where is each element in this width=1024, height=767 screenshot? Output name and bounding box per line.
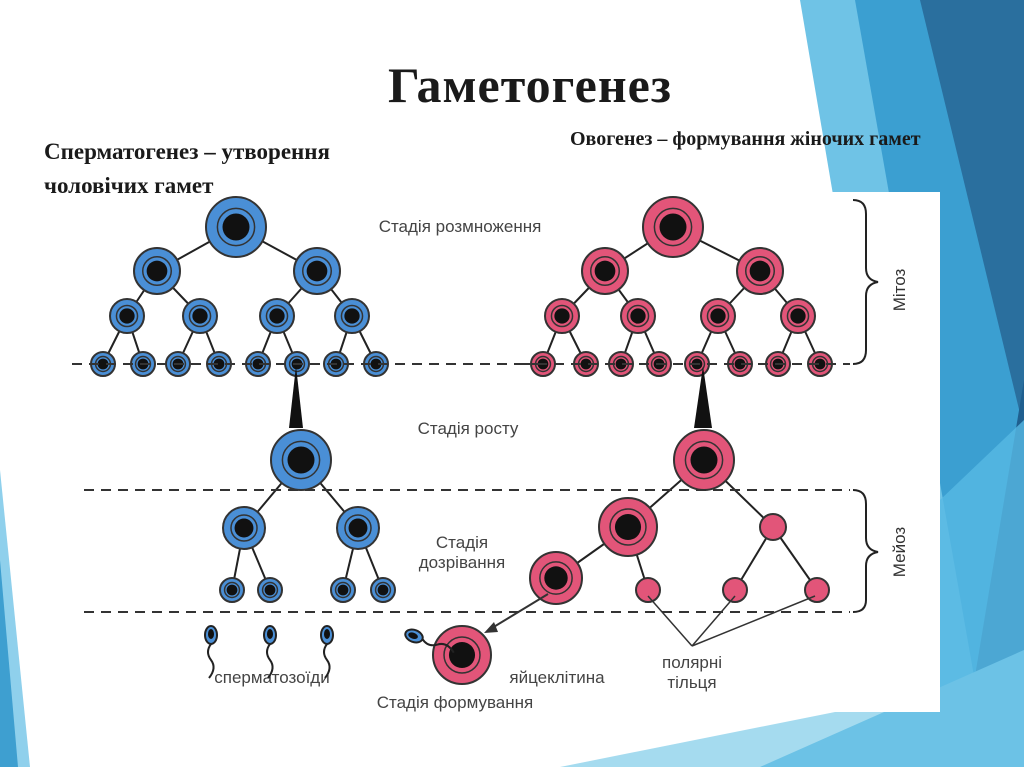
primary-spermatocyte bbox=[270, 429, 332, 491]
oogonium bbox=[780, 298, 816, 334]
spermatogonium bbox=[334, 298, 370, 334]
secondary-spermatocyte bbox=[336, 506, 380, 550]
spermatid bbox=[330, 577, 356, 603]
polar-body bbox=[722, 577, 748, 603]
spermatogonium-stem bbox=[205, 196, 267, 258]
secondary-oocyte bbox=[598, 497, 658, 557]
oogonium bbox=[700, 298, 736, 334]
sperm-cell bbox=[263, 625, 277, 679]
mitosis-bracket bbox=[852, 199, 879, 365]
diagram-area bbox=[70, 192, 940, 712]
polar-body bbox=[635, 577, 661, 603]
oogonium-stem bbox=[642, 196, 704, 258]
spermatogonium bbox=[109, 298, 145, 334]
growth-wedge-male bbox=[289, 366, 303, 428]
growth-wedge-female bbox=[694, 366, 712, 428]
oogonium bbox=[544, 298, 580, 334]
egg-cell bbox=[432, 625, 492, 685]
polar-bodies-label-1: полярні bbox=[662, 653, 722, 672]
spermatid bbox=[257, 577, 283, 603]
secondary-spermatocyte bbox=[222, 506, 266, 550]
sperm-cell bbox=[404, 628, 455, 654]
spermatid bbox=[219, 577, 245, 603]
spermatogonium-small bbox=[206, 351, 232, 377]
polar-pointer-3 bbox=[691, 595, 816, 647]
sperm-group bbox=[204, 625, 455, 679]
bg-left-dark bbox=[0, 560, 18, 767]
egg-label: яйцеклітина bbox=[509, 668, 605, 687]
page-title: Гаметогенез bbox=[388, 57, 672, 113]
oogonium-small bbox=[727, 351, 753, 377]
spermatogonium bbox=[293, 247, 341, 295]
spermatogonium bbox=[133, 247, 181, 295]
egg-arrow-line bbox=[491, 593, 549, 629]
polar-bodies-label-2: тільця bbox=[667, 673, 716, 692]
polar-pointer-1 bbox=[647, 595, 693, 647]
bg-panel-dark bbox=[920, 0, 1024, 430]
oogonium bbox=[620, 298, 656, 334]
polar-body bbox=[759, 513, 787, 541]
spermatid bbox=[370, 577, 396, 603]
ootid bbox=[529, 551, 583, 605]
stage-maturation-label-1: Стадія bbox=[436, 533, 488, 552]
spermatogonium bbox=[259, 298, 295, 334]
primary-oocyte bbox=[673, 429, 735, 491]
polar-pointer-2 bbox=[691, 595, 736, 647]
sperm-label: сперматозоїди bbox=[214, 668, 329, 687]
oogonium-small bbox=[608, 351, 634, 377]
stage-multiplication-label: Стадія розмноження bbox=[379, 217, 542, 236]
stage-maturation-label-2: дозрівання bbox=[419, 553, 506, 572]
spermatogonium-small bbox=[284, 351, 310, 377]
cells bbox=[90, 196, 833, 685]
meiosis-bracket bbox=[852, 489, 879, 613]
sperm-cell bbox=[204, 625, 218, 679]
polar-body bbox=[804, 577, 830, 603]
mitosis-label: Мітоз bbox=[890, 269, 909, 312]
sperm-cell bbox=[320, 625, 334, 679]
egg-arrow-head bbox=[484, 622, 498, 633]
spermatogonium bbox=[182, 298, 218, 334]
spermatogonium-small bbox=[363, 351, 389, 377]
oogenesis-heading: Овогенез – формування жіночих гамет bbox=[570, 128, 921, 150]
meiosis-label: Мейоз bbox=[890, 527, 909, 578]
stage-formation-label: Стадія формування bbox=[377, 693, 534, 712]
oogonium bbox=[581, 247, 629, 295]
stage-growth-label: Стадія росту bbox=[418, 419, 519, 438]
oogonium bbox=[736, 247, 784, 295]
spermatogenesis-heading: Сперматогенез – утворення чоловічих гаме… bbox=[44, 139, 330, 198]
